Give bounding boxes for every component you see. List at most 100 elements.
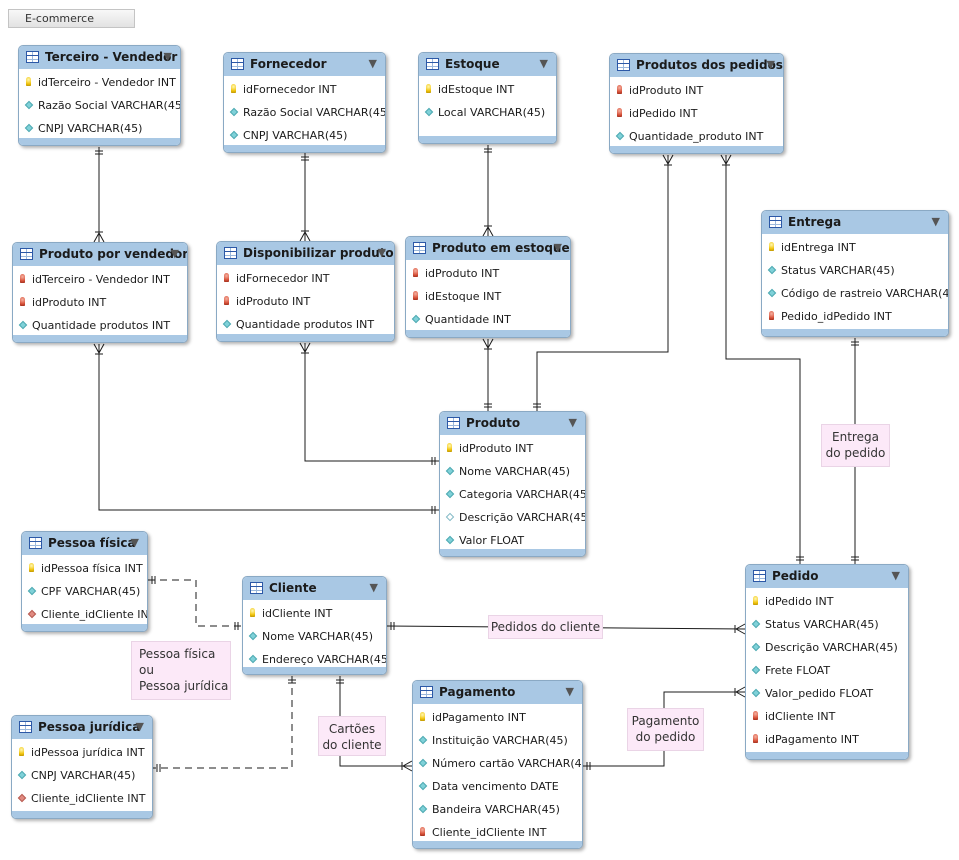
column-row[interactable]: Status VARCHAR(45)	[762, 259, 948, 282]
column-row[interactable]: Descrição VARCHAR(45)	[440, 506, 585, 529]
column-row[interactable]: Frete FLOAT	[746, 659, 908, 682]
column-row[interactable]: idProduto INT	[13, 291, 187, 314]
column-row[interactable]: idPessoa física INT	[22, 557, 147, 580]
column-row[interactable]: Razão Social VARCHAR(45)	[224, 101, 385, 124]
column-row[interactable]: idEntrega INT	[762, 236, 948, 259]
entity-produto-por-vendedor[interactable]: Produto por vendedor▼idTerceiro - Vended…	[12, 242, 188, 343]
entity-header[interactable]: Terceiro - Vendedor▼	[19, 46, 180, 69]
column-row[interactable]: CNPJ VARCHAR(45)	[19, 117, 180, 140]
entity-header[interactable]: Produto▼	[440, 412, 585, 435]
entity-header[interactable]: Pagamento▼	[413, 681, 582, 704]
column-row[interactable]: idProduto INT	[440, 437, 585, 460]
entity-header[interactable]: Produto em estoque▼	[406, 237, 570, 260]
column-row[interactable]: idFornecedor INT	[217, 267, 394, 290]
column-row[interactable]: Endereço VARCHAR(45)	[243, 648, 386, 671]
column-row[interactable]: idPedido INT	[610, 102, 783, 125]
column-row[interactable]: idEstoque INT	[406, 285, 570, 308]
column-row[interactable]: Quantidade produtos INT	[217, 313, 394, 336]
entity-header[interactable]: Estoque▼	[419, 53, 556, 76]
column-row[interactable]: Valor_pedido FLOAT	[746, 682, 908, 705]
collapse-arrow-icon[interactable]: ▼	[766, 58, 775, 71]
column-text: Data vencimento DATE	[432, 780, 559, 793]
column-row[interactable]: idProduto INT	[217, 290, 394, 313]
column-row[interactable]: Status VARCHAR(45)	[746, 613, 908, 636]
column-row[interactable]: Nome VARCHAR(45)	[243, 625, 386, 648]
column-row[interactable]: idPagamento INT	[413, 706, 582, 729]
column-row[interactable]: Nome VARCHAR(45)	[440, 460, 585, 483]
column-row[interactable]: Cliente_idCliente INT	[413, 821, 582, 844]
column-row[interactable]: Descrição VARCHAR(45)	[746, 636, 908, 659]
entity-header[interactable]: Fornecedor▼	[224, 53, 385, 76]
column-row[interactable]: Código de rastreio VARCHAR(45)	[762, 282, 948, 305]
column-row[interactable]: Quantidade INT	[406, 308, 570, 331]
relationship-label-pedidos-do-cliente[interactable]: Pedidos do cliente	[488, 615, 603, 639]
column-row[interactable]: CNPJ VARCHAR(45)	[12, 764, 152, 787]
column-row[interactable]: Cliente_idCliente INT	[22, 603, 147, 626]
column-row[interactable]: CPF VARCHAR(45)	[22, 580, 147, 603]
entity-header[interactable]: Produto por vendedor▼	[13, 243, 187, 266]
diagram-tab[interactable]: E-commerce	[8, 9, 135, 28]
column-row[interactable]: CNPJ VARCHAR(45)	[224, 124, 385, 147]
column-row[interactable]: Pedido_idPedido INT	[762, 305, 948, 328]
column-row[interactable]: idEstoque INT	[419, 78, 556, 101]
collapse-arrow-icon[interactable]: ▼	[163, 50, 172, 63]
entity-header[interactable]: Produtos dos pedidos▼	[610, 54, 783, 77]
column-row[interactable]: idFornecedor INT	[224, 78, 385, 101]
column-row[interactable]: Bandeira VARCHAR(45)	[413, 798, 582, 821]
column-row[interactable]: Instituição VARCHAR(45)	[413, 729, 582, 752]
column-row[interactable]: idPedido INT	[746, 590, 908, 613]
column-row[interactable]: Local VARCHAR(45)	[419, 101, 556, 124]
column-row[interactable]: Valor FLOAT	[440, 529, 585, 552]
column-row[interactable]: Número cartão VARCHAR(45)	[413, 752, 582, 775]
column-row[interactable]: idTerceiro - Vendedor INT	[13, 268, 187, 291]
entity-header[interactable]: Disponibilizar produto▼	[217, 242, 394, 265]
collapse-arrow-icon[interactable]: ▼	[135, 720, 144, 733]
collapse-arrow-icon[interactable]: ▼	[368, 57, 377, 70]
collapse-arrow-icon[interactable]: ▼	[553, 241, 562, 254]
entity-header[interactable]: Cliente▼	[243, 577, 386, 600]
collapse-arrow-icon[interactable]: ▼	[130, 536, 139, 549]
column-row[interactable]: idCliente INT	[243, 602, 386, 625]
column-row[interactable]: idCliente INT	[746, 705, 908, 728]
collapse-arrow-icon[interactable]: ▼	[369, 581, 378, 594]
column-row[interactable]: Cliente_idCliente INT	[12, 787, 152, 810]
entity-header[interactable]: Pessoa física▼	[22, 532, 147, 555]
column-row[interactable]: idPessoa jurídica INT	[12, 741, 152, 764]
collapse-arrow-icon[interactable]: ▼	[568, 416, 577, 429]
column-row[interactable]: idPagamento INT	[746, 728, 908, 751]
collapse-arrow-icon[interactable]: ▼	[931, 215, 940, 228]
collapse-arrow-icon[interactable]: ▼	[565, 685, 574, 698]
entity-terceiro-vendedor[interactable]: Terceiro - Vendedor▼idTerceiro - Vendedo…	[18, 45, 181, 146]
column-row[interactable]: Quantidade produtos INT	[13, 314, 187, 337]
collapse-arrow-icon[interactable]: ▼	[377, 246, 386, 259]
entity-header[interactable]: Pedido▼	[746, 565, 908, 588]
column-row[interactable]: Quantidade_produto INT	[610, 125, 783, 148]
column-row[interactable]: idProduto INT	[406, 262, 570, 285]
entity-header[interactable]: Entrega▼	[762, 211, 948, 234]
column-row[interactable]: Data vencimento DATE	[413, 775, 582, 798]
column-row[interactable]: Categoria VARCHAR(45)	[440, 483, 585, 506]
column-row[interactable]: Razão Social VARCHAR(45)	[19, 94, 180, 117]
column-row[interactable]: idProduto INT	[610, 79, 783, 102]
collapse-arrow-icon[interactable]: ▼	[891, 569, 900, 582]
collapse-arrow-icon[interactable]: ▼	[539, 57, 548, 70]
entity-header[interactable]: Pessoa jurídica▼	[12, 716, 152, 739]
collapse-arrow-icon[interactable]: ▼	[170, 247, 179, 260]
column-row[interactable]: idTerceiro - Vendedor INT	[19, 71, 180, 94]
